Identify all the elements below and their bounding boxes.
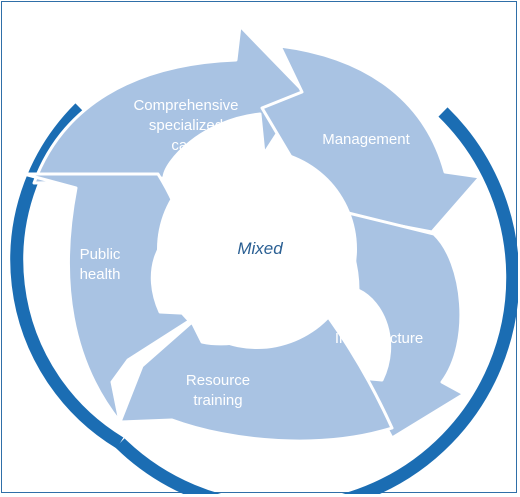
svg-text:Comprehensive: Comprehensive [133, 97, 238, 114]
label-public-health: Public health [80, 246, 121, 283]
svg-text:health: health [80, 266, 121, 283]
svg-text:training: training [193, 392, 242, 409]
center-hub [157, 149, 357, 349]
label-infrastructure: Infrastructure [335, 330, 423, 347]
center-label: Mixed [237, 239, 283, 258]
svg-text:care: care [171, 137, 200, 154]
svg-text:Management: Management [322, 131, 410, 148]
label-management: Management [322, 131, 410, 148]
label-comprehensive-care: Comprehensive specialized care [133, 97, 238, 154]
svg-text:specialized: specialized [149, 117, 223, 134]
outer-ring-arc-left [10, 103, 124, 449]
svg-text:Public: Public [80, 246, 121, 263]
svg-text:Infrastructure: Infrastructure [335, 330, 423, 347]
arrow-segment-public-health [22, 172, 202, 424]
outer-ring-arc-right [115, 107, 518, 494]
label-resource-training: Resource training [186, 372, 250, 409]
svg-text:Resource: Resource [186, 372, 250, 389]
